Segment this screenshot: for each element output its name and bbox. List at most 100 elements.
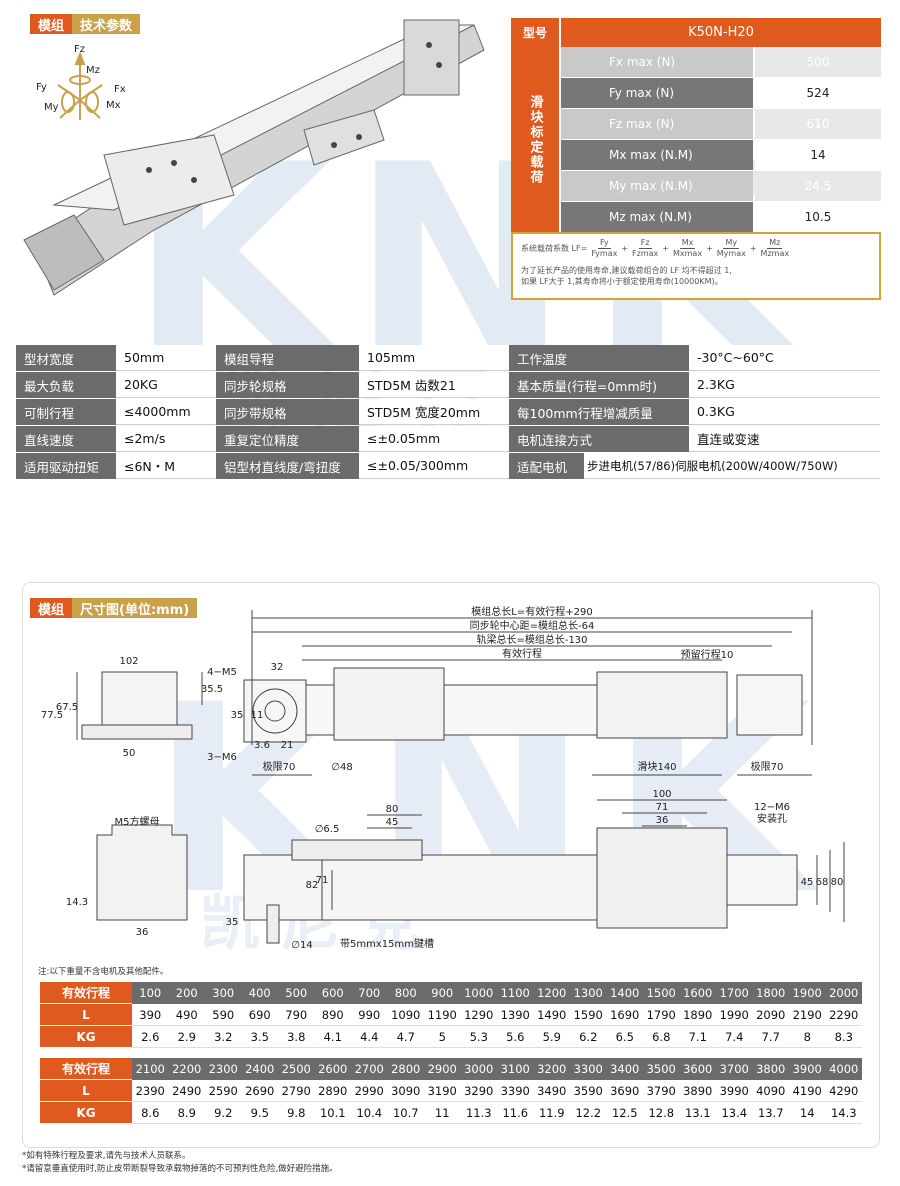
spec-label: 每100mm行程增减质量 <box>509 399 689 425</box>
table-cell: 3800 <box>752 1058 789 1080</box>
load-name: My max (N.M) <box>561 171 753 201</box>
axis-fx: Fx <box>114 84 126 95</box>
table-cell: 1690 <box>606 1004 643 1026</box>
axis-mz: Mz <box>86 65 100 76</box>
dim-80r: 80 <box>831 877 844 888</box>
tag-part-b: 尺寸图(单位:mm) <box>72 598 198 618</box>
spec-value: ≤±0.05/300mm <box>359 453 509 479</box>
table-cell: 11.6 <box>497 1102 534 1124</box>
dim-phi48: ∅48 <box>331 762 352 773</box>
section-tag-tech: 模组 技术参数 <box>30 14 141 34</box>
load-value: 10.5 <box>755 202 881 232</box>
table-cell: 3000 <box>460 1058 497 1080</box>
row-label: L <box>40 1004 132 1026</box>
table-cell: 1390 <box>497 1004 534 1026</box>
table-cell: 9.2 <box>205 1102 242 1124</box>
dim-pulley-distance: 同步轮中心距=模组总长-64 <box>470 619 595 632</box>
spec-label: 模组导程 <box>216 345 359 371</box>
table-cell: 5.6 <box>497 1026 534 1048</box>
spec-label: 可制行程 <box>16 399 116 425</box>
table-cell: 11.3 <box>460 1102 497 1124</box>
table-cell: 3190 <box>424 1080 461 1102</box>
table-cell: 8.6 <box>132 1102 169 1124</box>
dim-beam-length: 轨梁总长=模组总长-130 <box>476 633 587 646</box>
table-cell: 10.7 <box>387 1102 424 1124</box>
table-cell: 9.8 <box>278 1102 315 1124</box>
table-cell: 12.2 <box>570 1102 607 1124</box>
table-cell: 1190 <box>424 1004 461 1026</box>
table-cell: 1500 <box>643 982 680 1004</box>
spec-label: 铝型材直线度/弯扭度 <box>216 453 359 479</box>
table-cell: 4000 <box>825 1058 862 1080</box>
table-cell: 2990 <box>351 1080 388 1102</box>
spec-label: 基本质量(行程=0mm时) <box>509 372 689 398</box>
dim-total-length: 模组总长L=有效行程+290 <box>471 605 592 618</box>
dim-71v: 71 <box>316 875 329 886</box>
dim-11: 11 <box>251 710 264 721</box>
table-cell: 11.9 <box>533 1102 570 1124</box>
spec-label: 电机连接方式 <box>509 426 689 452</box>
table-cell: 4190 <box>789 1080 826 1102</box>
spec-value: 105mm <box>359 345 509 371</box>
dim-phi6-5: ∅6.5 <box>315 824 340 835</box>
spec-label: 直线速度 <box>16 426 116 452</box>
table-cell: 8 <box>789 1026 826 1048</box>
table-cell: 1990 <box>716 1004 753 1026</box>
spec-row: 型材宽度 50mm 模组导程 105mm 工作温度 -30°C~60°C <box>16 345 880 371</box>
spec-row: 直线速度 ≤2m/s 重复定位精度 ≤±0.05mm 电机连接方式 直连或变速 <box>16 426 880 452</box>
table-cell: 3.8 <box>278 1026 315 1048</box>
table-cell: 1400 <box>606 982 643 1004</box>
spec-label: 适配电机 <box>509 453 584 479</box>
load-table: 型号 K50N-H20 滑块标定载荷 Fx max (N)500 Fy max … <box>511 18 881 233</box>
table-cell: 590 <box>205 1004 242 1026</box>
weight-note: 注:以下重量不含电机及其他配件。 <box>38 967 169 977</box>
table-cell: 990 <box>351 1004 388 1026</box>
table-cell: 900 <box>424 982 461 1004</box>
table-cell: 5.3 <box>460 1026 497 1048</box>
table-cell: 690 <box>241 1004 278 1026</box>
dim-3-m6: 3−M6 <box>207 752 237 763</box>
table-cell: 2000 <box>825 982 862 1004</box>
table-cell: 3890 <box>679 1080 716 1102</box>
dim-14-3: 14.3 <box>66 897 88 908</box>
spec-value: ≤6N・M <box>116 453 216 479</box>
table-cell: 3690 <box>606 1080 643 1102</box>
load-name: Fy max (N) <box>561 78 753 108</box>
table-cell: 1000 <box>460 982 497 1004</box>
table-cell: 8.9 <box>168 1102 205 1124</box>
axis-fz: Fz <box>74 44 85 55</box>
row-label: KG <box>40 1102 132 1124</box>
table-cell: 1800 <box>752 982 789 1004</box>
load-value: 24.5 <box>755 171 881 201</box>
dimension-drawing: 模组总长L=有效行程+290 同步轮中心距=模组总长-64 轨梁总长=模组总长-… <box>41 605 845 951</box>
section-tag-dims: 模组 尺寸图(单位:mm) <box>30 598 198 618</box>
spec-value: 0.3KG <box>689 399 880 425</box>
dim-nut: M5方螺母 <box>115 815 160 828</box>
table-cell: 1700 <box>716 982 753 1004</box>
dim-35b: 35 <box>226 917 239 928</box>
row-label: L <box>40 1080 132 1102</box>
table-cell: 5.9 <box>533 1026 570 1048</box>
table-cell: 700 <box>351 982 388 1004</box>
load-row: Fy max (N)524 <box>561 78 881 109</box>
table-cell: 1900 <box>789 982 826 1004</box>
dim-36: 36 <box>136 927 149 938</box>
table-cell: 4290 <box>825 1080 862 1102</box>
row-label: 有效行程 <box>40 1058 132 1080</box>
dim-slider: 滑块140 <box>637 761 676 773</box>
table-cell: 2300 <box>205 1058 242 1080</box>
table-cell: 13.7 <box>752 1102 789 1124</box>
table-cell: 2790 <box>278 1080 315 1102</box>
dimension-panel <box>22 582 880 1148</box>
table-cell: 2590 <box>205 1080 242 1102</box>
linear-module-illustration <box>23 19 485 296</box>
table-cell: 2290 <box>825 1004 862 1026</box>
formula-note-1: 为了延长产品的使用寿命,建议载荷组合的 LF 均不得超过 1, <box>521 266 732 275</box>
dim-35-5: 35.5 <box>201 684 223 695</box>
load-value: 14 <box>755 140 881 170</box>
dim-67-5: 67.5 <box>56 702 78 713</box>
table-cell: 3490 <box>533 1080 570 1102</box>
spec-label: 重复定位精度 <box>216 426 359 452</box>
